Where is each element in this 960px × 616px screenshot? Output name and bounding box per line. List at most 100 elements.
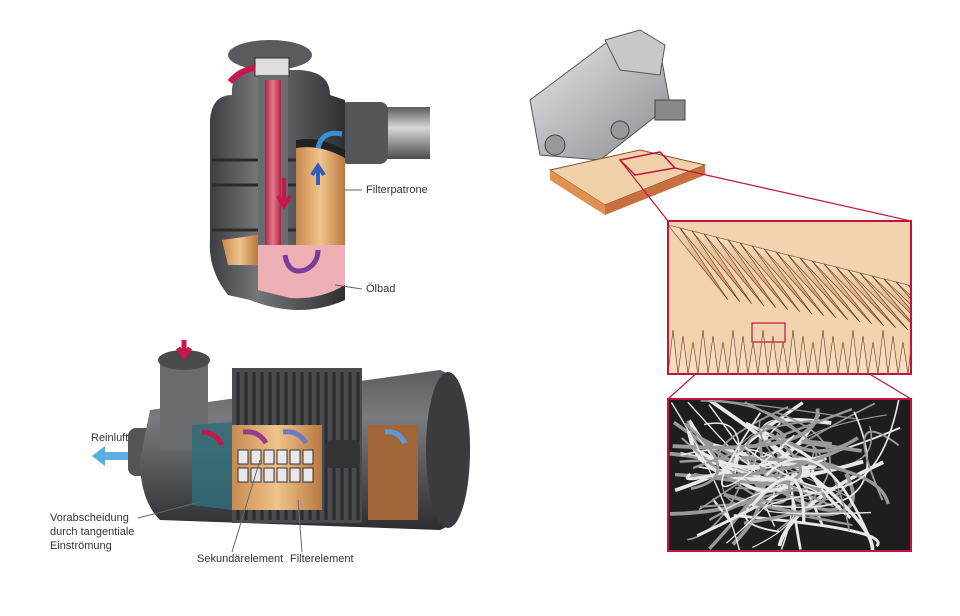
fiber: [726, 489, 775, 544]
leader-line: [297, 499, 303, 553]
pleat: [715, 236, 777, 309]
pleat: [679, 227, 741, 303]
pleat-tip: [817, 329, 829, 374]
pleat-detail-view: [667, 220, 928, 375]
fiber: [743, 475, 827, 525]
label-line: durch tangentiale: [50, 526, 135, 538]
pleat: [882, 278, 911, 306]
grid-cell: [276, 449, 288, 465]
pleat-tip: [687, 341, 699, 374]
pleat: [835, 266, 897, 329]
leader-line: [137, 501, 201, 519]
fiber: [685, 469, 730, 481]
fiber: [700, 400, 851, 532]
filter-cartridge: [296, 138, 345, 245]
grid-cell: [302, 467, 314, 483]
fiber: [672, 408, 820, 450]
fiber-micrograph-view: [667, 398, 912, 552]
grid-cell: [276, 467, 288, 483]
label-line: Vorabscheidung: [50, 512, 129, 524]
pleat-tip: [737, 335, 749, 374]
fiber: [703, 422, 740, 474]
pleat-tip: [918, 336, 928, 374]
pleat-tip: [727, 329, 739, 374]
outlet-arrow-icon: [315, 130, 343, 149]
inlet-arrow-icon: [227, 65, 256, 84]
grid-cell: [289, 449, 301, 465]
clean-air-arrow-icon: [92, 446, 128, 466]
label-filterpatrone: Filterpatrone: [366, 184, 428, 196]
secondary-element: [237, 449, 314, 483]
pleat-tip: [707, 335, 719, 374]
oil-bath-air-filter: [209, 40, 430, 310]
pleat-tip: [807, 341, 819, 374]
grid-cell: [263, 449, 275, 465]
grid-cell: [237, 467, 249, 483]
pleat-tip: [797, 335, 809, 374]
panel-air-filter: [529, 29, 707, 215]
down-arrow-icon: [276, 178, 292, 210]
fiber: [764, 488, 871, 515]
leader-line: [334, 284, 363, 290]
pleat: [727, 239, 789, 311]
pleat-tip: [827, 335, 839, 374]
fiber: [863, 430, 900, 501]
fiber: [720, 412, 795, 488]
pleat-tip: [668, 329, 679, 374]
fiber: [790, 513, 853, 526]
up-arrow-icon: [310, 162, 326, 185]
fiber: [707, 399, 861, 421]
grid-cell: [263, 467, 275, 483]
fiber: [765, 457, 874, 545]
leader-line: [231, 459, 261, 553]
pleat-tip: [787, 329, 799, 374]
fiber: [758, 421, 783, 467]
rain-cap: [228, 40, 312, 70]
pleat: [823, 263, 885, 327]
pleat: [763, 248, 825, 317]
pleat-tip: [697, 329, 709, 374]
grid-cell: [237, 449, 249, 465]
pleat: [691, 230, 753, 305]
outlet-pipe: [380, 107, 430, 159]
label-oelbad: Ölbad: [366, 283, 396, 295]
pleat: [668, 224, 729, 301]
pleat-tip: [877, 329, 889, 374]
fiber: [741, 456, 890, 505]
label-line: Einströmung: [50, 540, 112, 552]
pleat-tip: [717, 341, 729, 374]
pleat-tip: [677, 335, 689, 374]
label-reinluft: Reinluft: [91, 432, 129, 444]
pleat: [870, 275, 911, 315]
pleat-tip: [747, 341, 759, 374]
fiber: [687, 401, 750, 465]
fiber: [684, 422, 720, 490]
intake-tube: [265, 80, 281, 270]
u-turn-arrow-icon: [282, 249, 321, 274]
grid-cell: [302, 449, 314, 465]
grid-cell: [250, 467, 262, 483]
pleat: [859, 272, 911, 324]
pleat: [894, 281, 911, 297]
pleat-tip: [767, 335, 779, 374]
fiber: [801, 439, 862, 453]
pleat-tip: [837, 341, 849, 374]
fiber: [670, 402, 741, 551]
label-vorabscheidung: Vorabscheidung durch tangentiale Einströ…: [50, 511, 134, 553]
pleat-tip: [857, 335, 869, 374]
fiber: [777, 460, 885, 547]
pleat: [847, 269, 909, 331]
pleat-tip: [867, 341, 879, 374]
pleat-tip: [887, 335, 899, 374]
pleat: [703, 233, 765, 307]
end-filter: [368, 425, 418, 520]
pleat: [787, 254, 849, 321]
fiber: [692, 408, 853, 470]
pleat-tip: [757, 329, 769, 374]
pleat-tip: [897, 341, 909, 374]
pleat-tip: [777, 341, 789, 374]
fiber: [674, 446, 845, 478]
pleat: [907, 284, 911, 289]
inlet-arrow-icon: [176, 340, 192, 361]
